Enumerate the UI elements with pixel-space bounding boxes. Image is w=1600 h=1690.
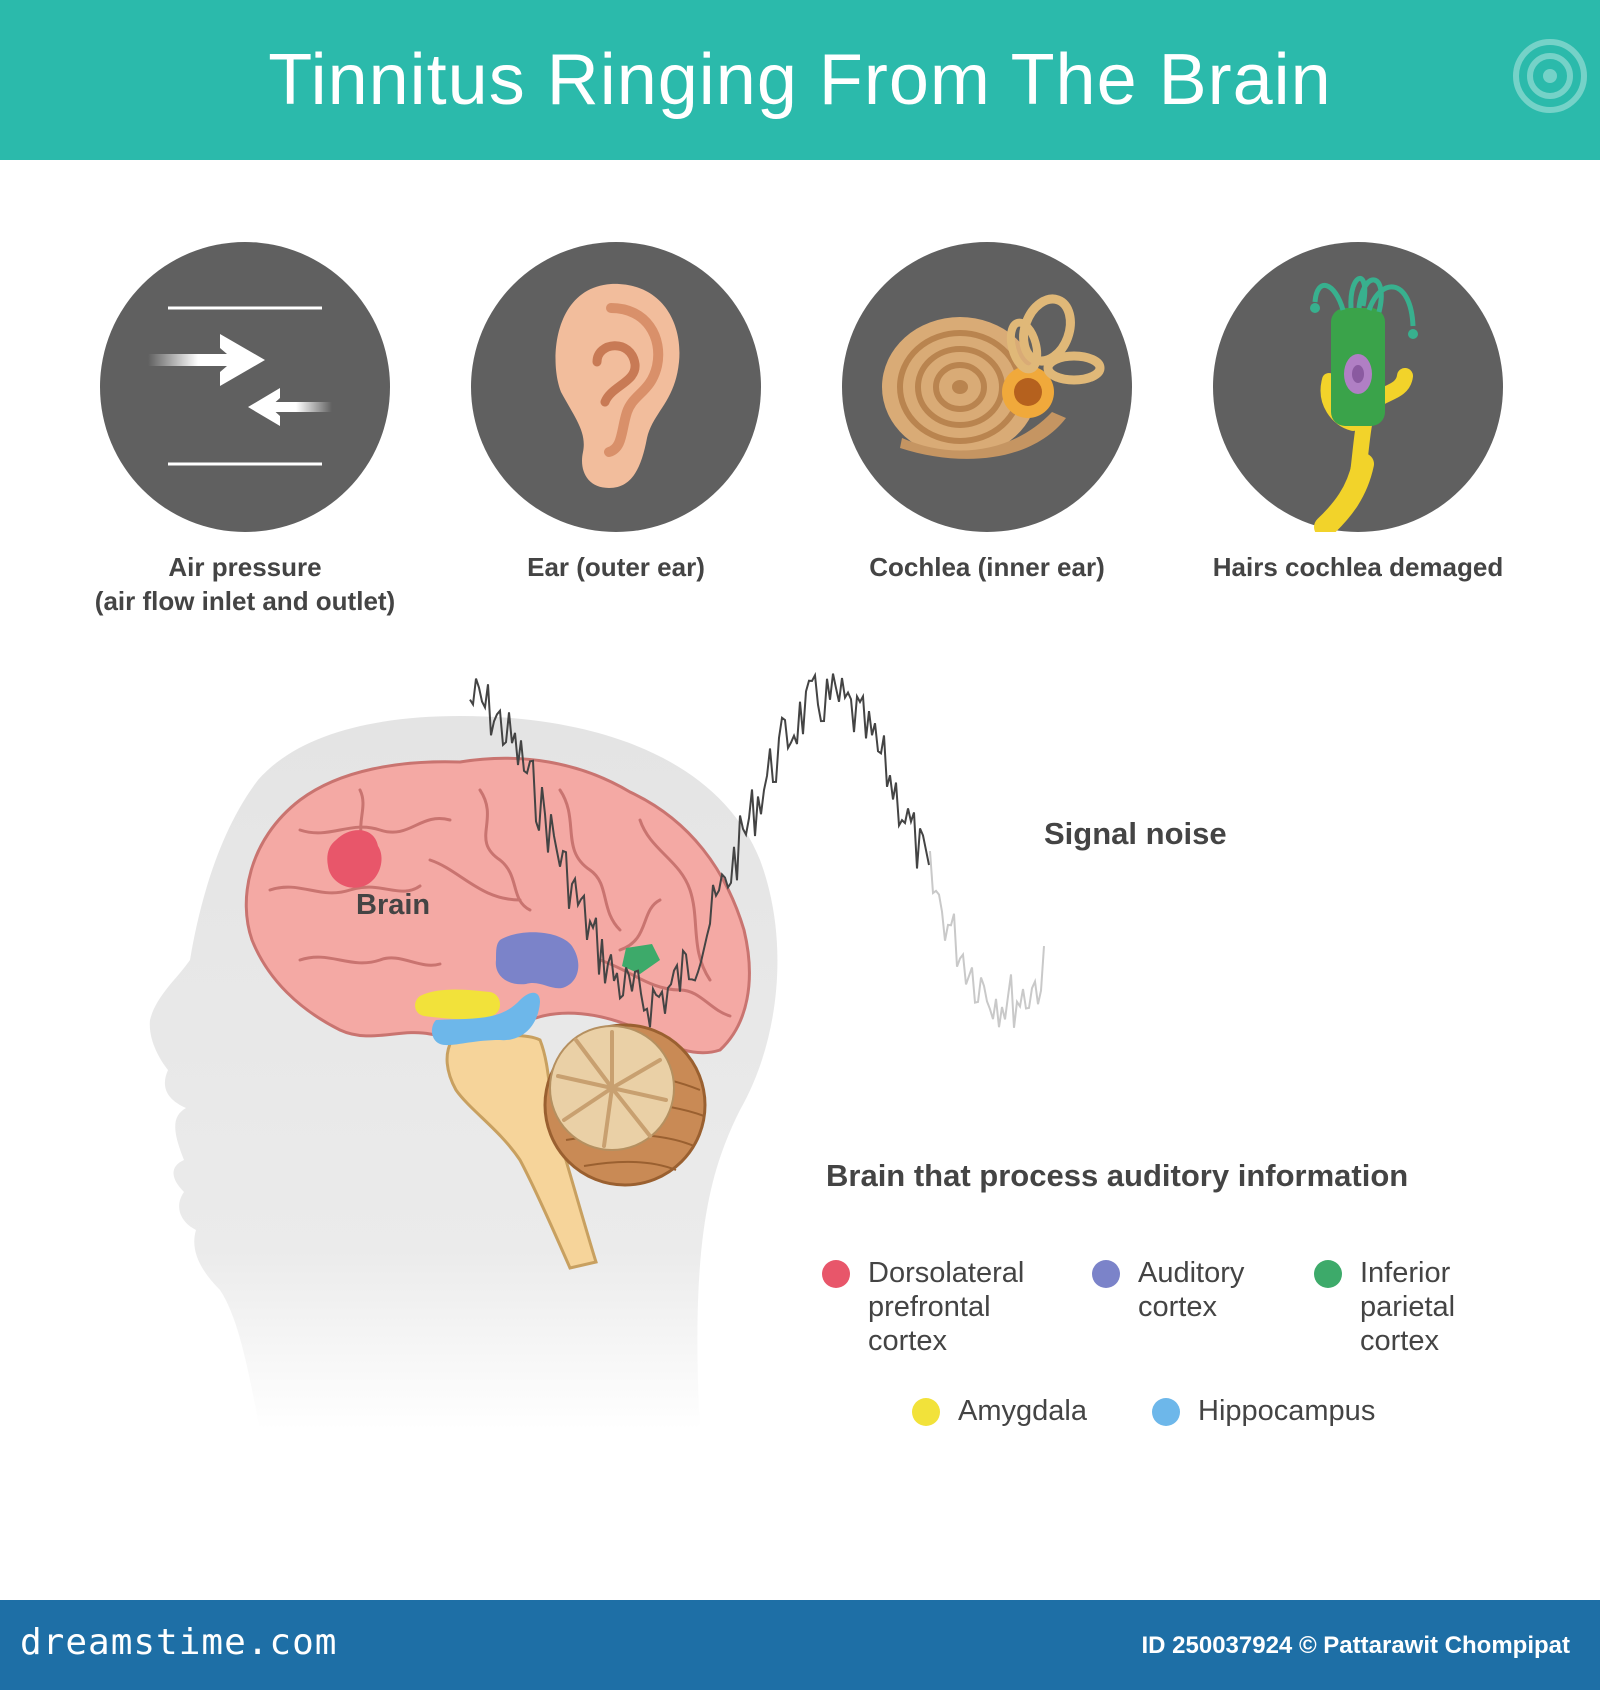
ear-icon — [471, 242, 761, 532]
signal-noise-waveform — [469, 671, 930, 1028]
legend-item-amygdala: Amygdala — [912, 1394, 1087, 1428]
watermark-site-text: dreamstime.com — [20, 1622, 338, 1663]
legend-dot — [912, 1398, 940, 1426]
brain-label: Brain — [356, 889, 431, 921]
signal-noise-label: Signal noise — [1044, 816, 1227, 851]
footer-bar: dreamstime.com ID 250037924 © Pattarawit… — [0, 1600, 1600, 1690]
legend-dot — [1314, 1260, 1342, 1288]
legend-dot — [822, 1260, 850, 1288]
cochlea-icon — [842, 242, 1132, 532]
step-hair-cells-label: Hairs cochlea demaged — [1212, 552, 1504, 582]
legend-label: Inferior parietal cortex — [1360, 1257, 1456, 1357]
auditory-cortex-region — [495, 932, 579, 989]
step-hair-cells: Hairs cochlea demaged — [1178, 242, 1538, 584]
legend-dot — [1152, 1398, 1180, 1426]
amygdala-region — [415, 989, 501, 1020]
image-credit: ID 250037924 © Pattarawit Chompipat — [1141, 1632, 1570, 1659]
inferior-parietal-cortex-region — [622, 944, 660, 974]
brainstem — [445, 1034, 598, 1270]
watermark-swirl-icon — [1513, 39, 1587, 113]
legend-dot — [1092, 1260, 1120, 1288]
title-banner: Tinnitus Ringing From The Brain — [0, 0, 1600, 160]
legend-label: Hippocampus — [1198, 1395, 1376, 1427]
legend-title: Brain that process auditory information — [826, 1158, 1409, 1193]
hippocampus-region — [431, 992, 540, 1046]
step-outer-ear: Ear (outer ear) — [436, 242, 796, 584]
legend-label: Auditory cortex — [1138, 1257, 1245, 1323]
legend-item-hippocampus: Hippocampus — [1152, 1394, 1375, 1428]
legend-item-auditory: Auditory cortex — [1092, 1256, 1244, 1324]
step-air-pressure-label: Air pressure (air flow inlet and outlet) — [94, 552, 396, 616]
head-brain-diagram — [149, 671, 1045, 1430]
air-flow-icon — [100, 242, 390, 532]
step-outer-ear-label: Ear (outer ear) — [527, 552, 705, 582]
signal-noise-waveform-faded — [929, 851, 1045, 1028]
step-cochlea: Cochlea (inner ear) — [807, 242, 1167, 584]
legend-item-inferior-parietal: Inferior parietal cortex — [1314, 1256, 1455, 1358]
step-air-pressure: Air pressure (air flow inlet and outlet) — [65, 242, 425, 618]
legend-label: Amygdala — [958, 1395, 1087, 1427]
legend-item-dorsolateral: Dorsolateral prefrontal cortex — [822, 1256, 1024, 1358]
page-title: Tinnitus Ringing From The Brain — [268, 40, 1332, 120]
legend-label: Dorsolateral prefrontal cortex — [868, 1257, 1025, 1357]
step-cochlea-label: Cochlea (inner ear) — [869, 552, 1105, 582]
hair-cell-icon — [1213, 242, 1503, 532]
dorsolateral-prefrontal-cortex-region — [327, 830, 382, 888]
